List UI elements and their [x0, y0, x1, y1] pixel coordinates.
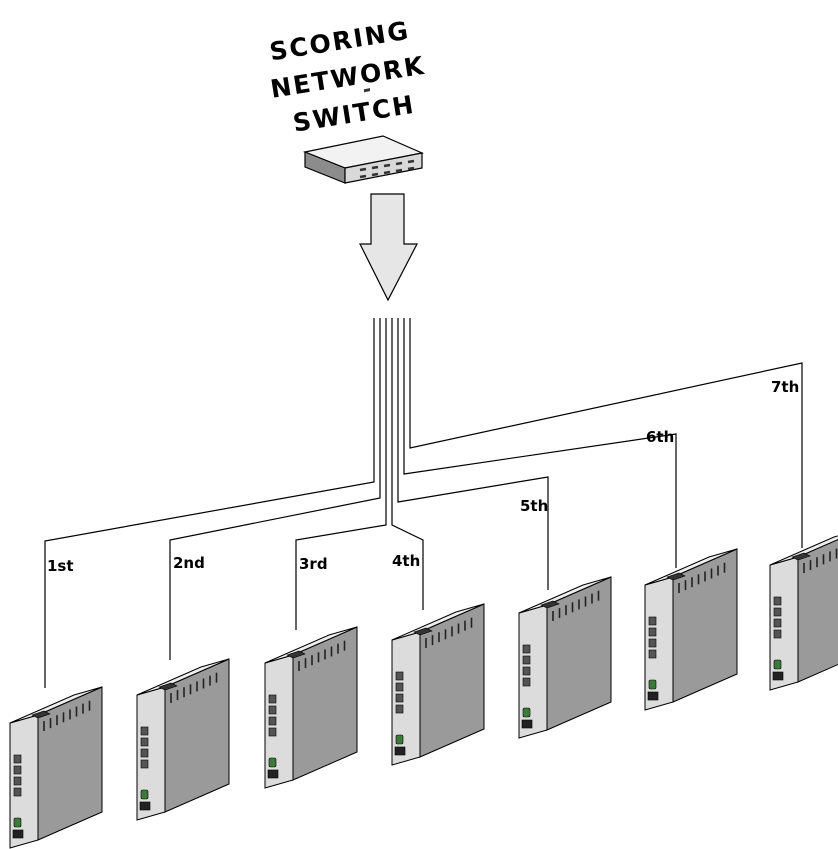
device-port-icon	[522, 655, 531, 665]
device-power-icon	[139, 801, 151, 811]
device-port-icon	[13, 787, 22, 797]
scoring-device-4	[391, 603, 485, 766]
node-label-2: 2nd	[173, 554, 205, 572]
device-led-icon	[13, 817, 22, 828]
node-label-4: 4th	[392, 552, 420, 570]
device-power-icon	[521, 719, 533, 729]
device-led-icon	[648, 679, 657, 690]
scoring-devices	[9, 535, 838, 849]
device-port-icon	[140, 748, 149, 758]
device-port-icon	[140, 759, 149, 769]
switch-title: SCORING NETWORK SWITCH	[268, 16, 428, 138]
connection-line-4	[391, 318, 424, 610]
connection-lines	[44, 318, 803, 688]
device-port-icon	[648, 638, 657, 648]
device-port-icon	[395, 682, 404, 692]
device-led-icon	[395, 734, 404, 745]
connection-line-3	[295, 318, 387, 630]
device-port-icon	[522, 666, 531, 676]
device-port-icon	[395, 693, 404, 703]
node-label-3: 3rd	[299, 555, 328, 573]
scoring-device-2	[136, 658, 230, 821]
device-led-icon	[522, 707, 531, 718]
device-power-icon	[772, 671, 784, 681]
device-port-icon	[648, 627, 657, 637]
connection-line-6	[403, 318, 677, 568]
device-port-icon	[140, 726, 149, 736]
device-port-icon	[13, 776, 22, 786]
device-led-icon	[268, 757, 277, 768]
device-power-icon	[394, 746, 406, 756]
device-power-icon	[12, 829, 24, 839]
connection-line-7	[409, 318, 803, 548]
device-port-icon	[773, 629, 782, 639]
network-switch-icon	[302, 88, 425, 184]
node-label-7: 7th	[771, 378, 799, 396]
device-port-icon	[773, 618, 782, 628]
device-port-icon	[522, 644, 531, 654]
node-label-5: 5th	[520, 497, 548, 515]
connection-line-1	[44, 318, 375, 688]
device-port-icon	[268, 705, 277, 715]
device-port-icon	[648, 616, 657, 626]
device-port-icon	[522, 677, 531, 687]
device-led-icon	[773, 659, 782, 670]
device-port-icon	[268, 694, 277, 704]
scoring-device-3	[264, 626, 358, 789]
connection-line-5	[397, 318, 549, 590]
scoring-device-5	[518, 576, 612, 739]
scoring-device-7	[769, 535, 838, 691]
device-port-icon	[395, 671, 404, 681]
device-port-icon	[773, 596, 782, 606]
device-power-icon	[267, 769, 279, 779]
device-port-icon	[140, 737, 149, 747]
down-arrow-icon	[359, 193, 418, 302]
device-port-icon	[648, 649, 657, 659]
device-port-icon	[13, 754, 22, 764]
connection-line-2	[169, 318, 381, 660]
device-led-icon	[140, 789, 149, 800]
device-port-icon	[268, 716, 277, 726]
device-port-icon	[773, 607, 782, 617]
switch-ports	[359, 159, 415, 179]
node-labels: 1st 2nd 3rd 4th 5th 6th 7th	[47, 378, 799, 575]
device-port-icon	[268, 727, 277, 737]
scoring-device-6	[644, 548, 738, 711]
device-port-icon	[13, 765, 22, 775]
scoring-device-1	[9, 686, 103, 849]
device-power-icon	[647, 691, 659, 701]
node-label-1: 1st	[47, 557, 74, 575]
node-label-6: 6th	[646, 428, 674, 446]
device-port-icon	[395, 704, 404, 714]
